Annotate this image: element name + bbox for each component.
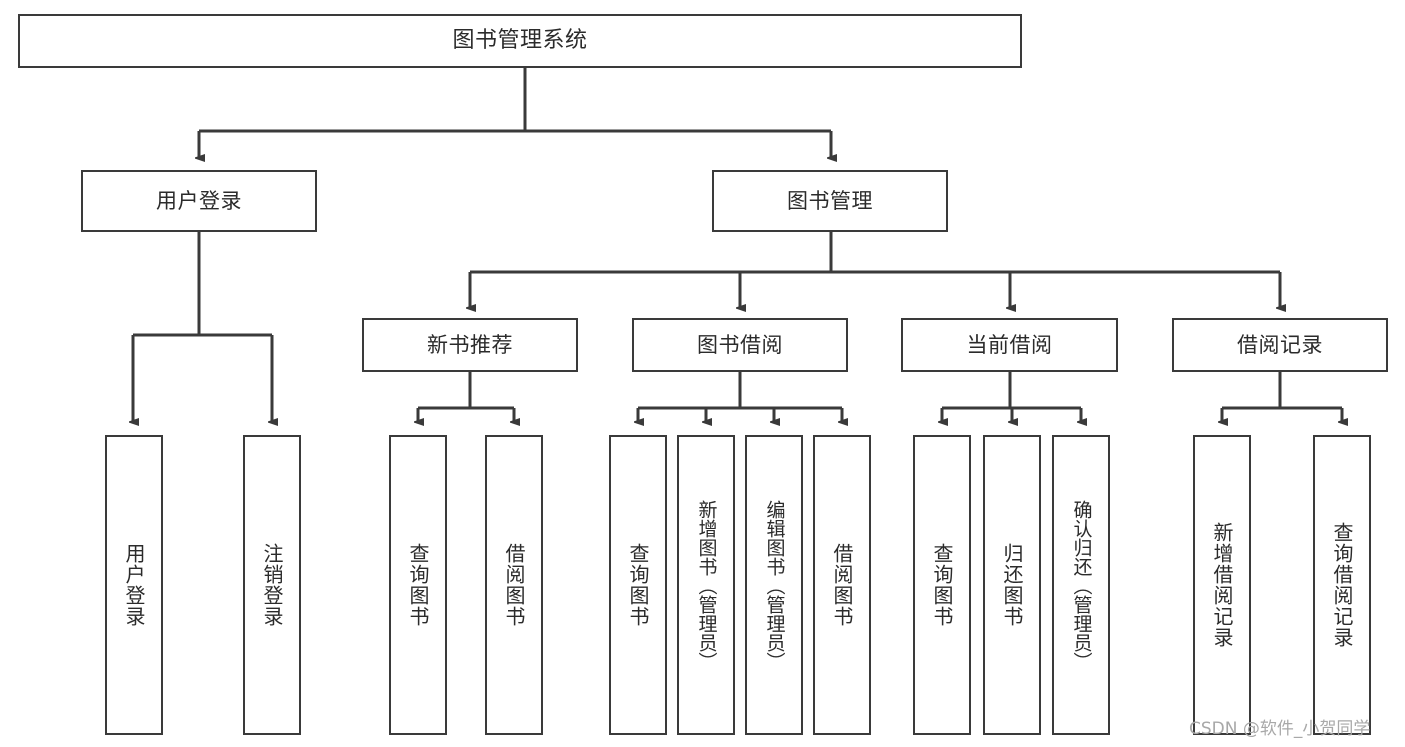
- leaf-add-book-admin[interactable]: 新增图书（管理员）: [677, 435, 735, 735]
- node-borrow-record[interactable]: 借阅记录: [1172, 318, 1388, 372]
- leaf-confirm-return-admin[interactable]: 确认归还（管理员）: [1052, 435, 1110, 735]
- node-label: 当前借阅: [966, 332, 1053, 357]
- node-label: 查询借阅记录: [1330, 522, 1354, 648]
- leaf-query-book-2[interactable]: 查询图书: [609, 435, 667, 735]
- node-label: 图书管理系统: [452, 28, 588, 54]
- node-book-borrow[interactable]: 图书借阅: [632, 318, 848, 372]
- leaf-query-book-3[interactable]: 查询图书: [913, 435, 971, 735]
- node-label: 归还图书: [1000, 543, 1024, 627]
- node-label: 查询图书: [930, 543, 954, 627]
- node-label: 查询图书: [626, 543, 650, 627]
- leaf-logout[interactable]: 注销登录: [243, 435, 301, 735]
- csdn-watermark: CSDN @软件_小贺同学: [1189, 719, 1371, 739]
- node-label: 新书推荐: [427, 332, 513, 357]
- leaf-return-book[interactable]: 归还图书: [983, 435, 1041, 735]
- node-label: 用户登录: [122, 543, 146, 627]
- node-label: 图书管理: [787, 188, 873, 213]
- leaf-query-book-1[interactable]: 查询图书: [389, 435, 447, 735]
- leaf-borrow-book-2[interactable]: 借阅图书: [813, 435, 871, 735]
- node-book-management[interactable]: 图书管理: [712, 170, 948, 232]
- node-label: 借阅记录: [1237, 332, 1323, 357]
- node-label: 编辑图书（管理员）: [763, 499, 786, 671]
- node-label: 借阅图书: [502, 543, 526, 627]
- node-label: 注销登录: [260, 543, 284, 627]
- node-label: 查询图书: [406, 543, 430, 627]
- node-user-login[interactable]: 用户登录: [81, 170, 317, 232]
- node-label: 图书借阅: [697, 332, 783, 357]
- leaf-borrow-book-1[interactable]: 借阅图书: [485, 435, 543, 735]
- node-label: 新增借阅记录: [1210, 522, 1234, 648]
- node-current-borrow[interactable]: 当前借阅: [901, 318, 1118, 372]
- node-label: 新增图书（管理员）: [695, 499, 718, 671]
- node-label: 确认归还（管理员）: [1070, 499, 1093, 671]
- leaf-edit-book-admin[interactable]: 编辑图书（管理员）: [745, 435, 803, 735]
- leaf-user-login[interactable]: 用户登录: [105, 435, 163, 735]
- leaf-query-borrow-record[interactable]: 查询借阅记录: [1313, 435, 1371, 735]
- node-label: 借阅图书: [830, 543, 854, 627]
- node-root-system[interactable]: 图书管理系统: [18, 14, 1022, 68]
- leaf-add-borrow-record[interactable]: 新增借阅记录: [1193, 435, 1251, 735]
- node-label: 用户登录: [156, 188, 242, 213]
- node-new-book-recommend[interactable]: 新书推荐: [362, 318, 578, 372]
